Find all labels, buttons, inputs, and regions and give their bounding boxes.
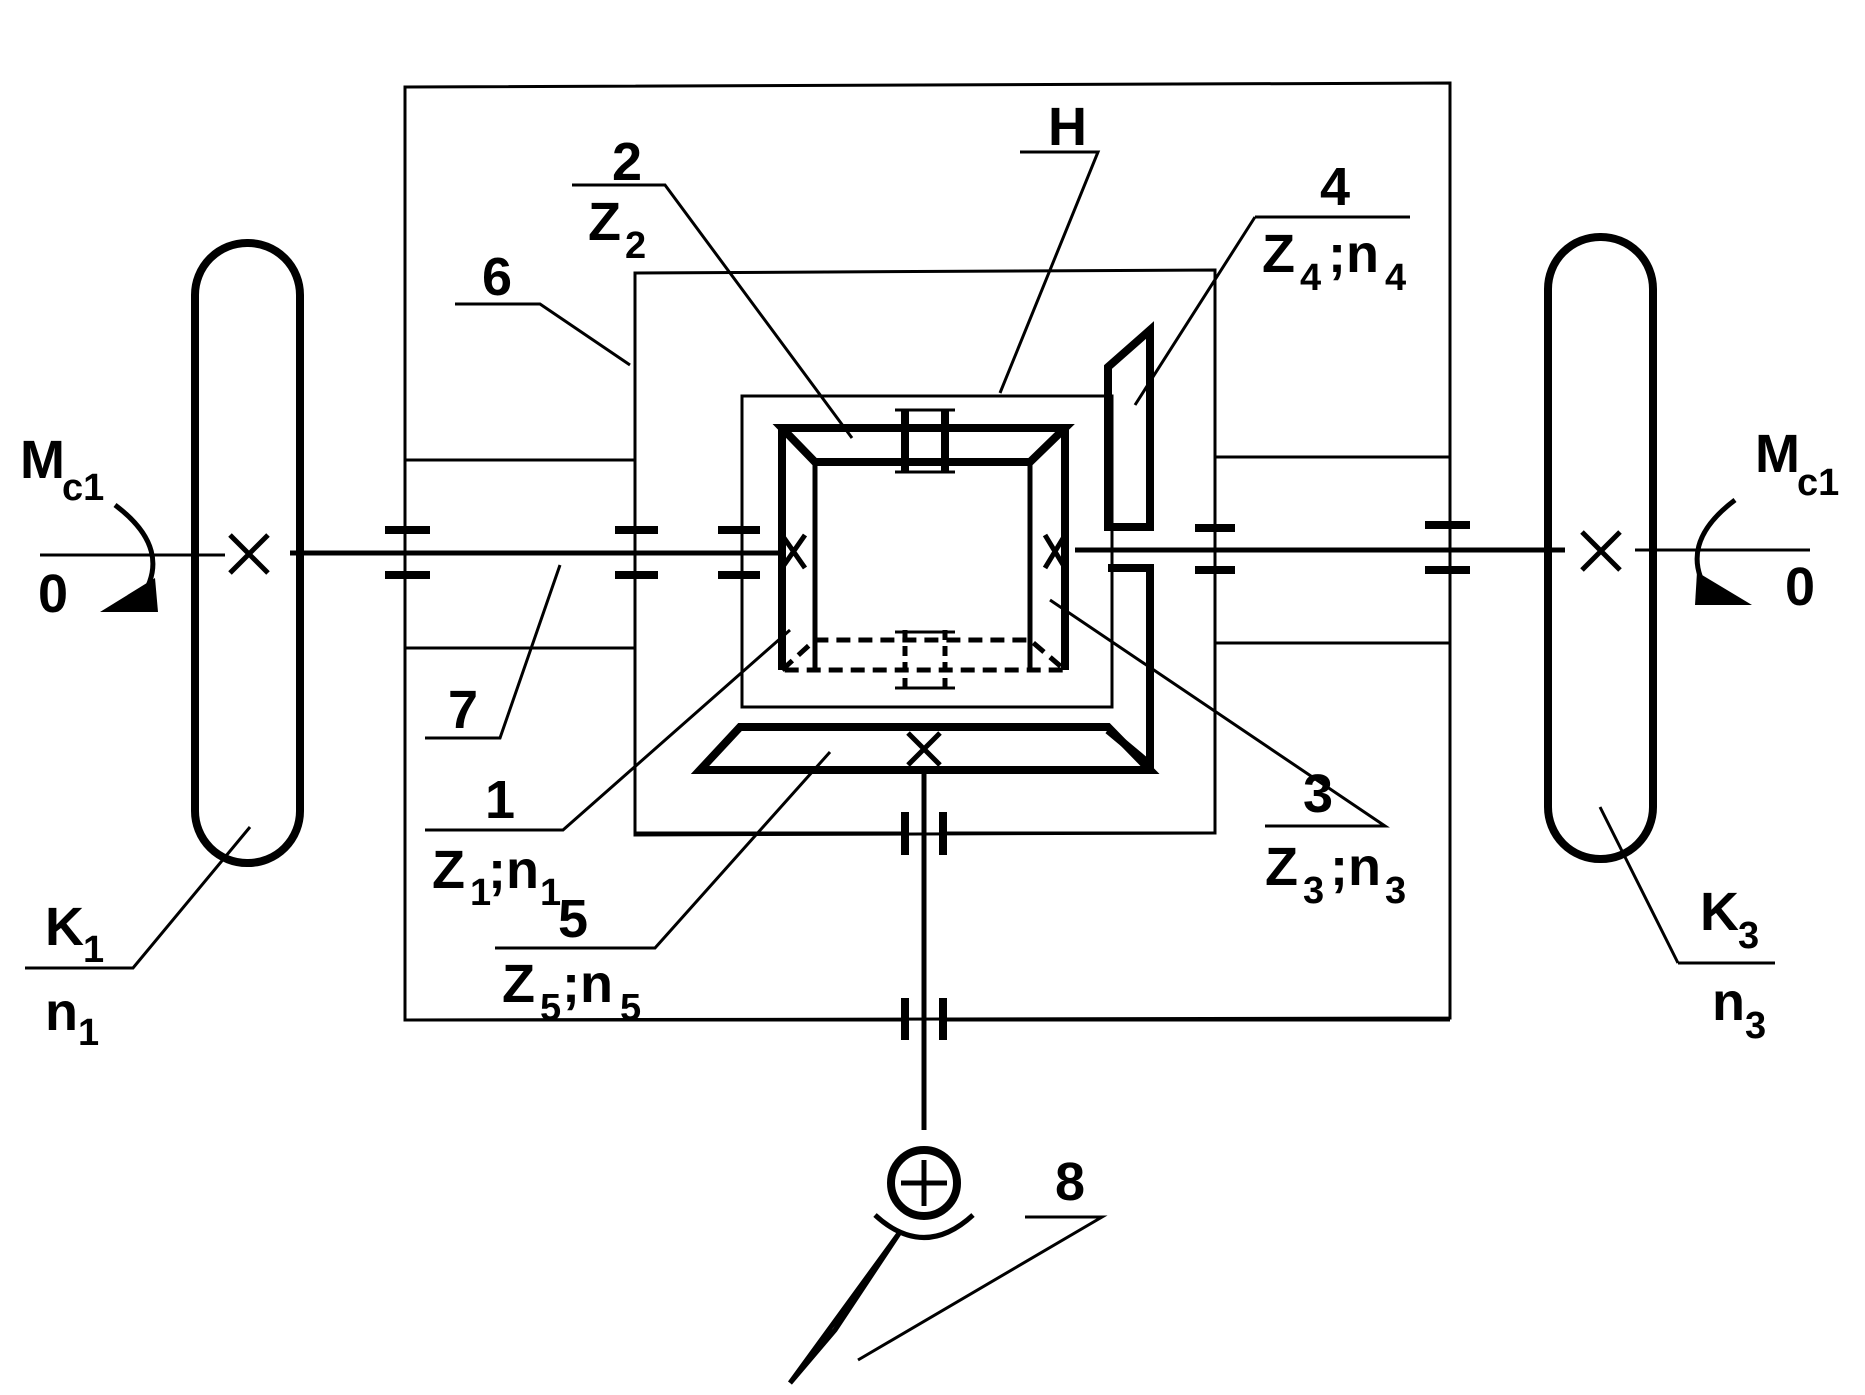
satellite-gear-lower-dashed (775, 637, 1072, 673)
label-z3-nsub: 3 (1385, 870, 1406, 912)
label-z4-nsub: 4 (1385, 257, 1406, 299)
label-n1: n (45, 982, 78, 1042)
label-z1: Z (432, 840, 465, 900)
carrier-h-box (740, 394, 1114, 709)
label-k1-sub: 1 (83, 929, 104, 971)
right-wheel-hub-mark (1580, 530, 1622, 572)
label-n3-sub: 3 (1745, 1005, 1766, 1047)
pinion-hub-mark (906, 731, 942, 767)
label-z3: Z (1265, 837, 1298, 897)
label-z4: Z (1262, 224, 1295, 284)
label-n3: n (1712, 972, 1745, 1032)
input-drive-arc (873, 1213, 975, 1240)
satellite-top-bearing (895, 408, 955, 474)
satellite-bottom-bearing (895, 630, 955, 690)
label-z5-nsub: 5 (620, 987, 641, 1029)
label-mc-left-sub: c1 (62, 467, 104, 509)
moment-arrowhead-right (1695, 572, 1752, 605)
bearing-right-outer (1425, 521, 1470, 574)
label-8: 8 (1055, 1152, 1085, 1212)
label-zero-right: 0 (1785, 557, 1815, 617)
drive-pinion-5 (690, 723, 1160, 774)
label-k1: K (45, 897, 84, 957)
label-z5-n: ;n (562, 954, 613, 1014)
label-n1-sub: 1 (78, 1012, 99, 1054)
input-bearing-lower (405, 998, 1450, 1040)
label-z3-n: ;n (1330, 837, 1381, 897)
leader-lines (25, 150, 1775, 1362)
bearing-left-mid (615, 526, 658, 579)
label-zero-left: 0 (38, 564, 68, 624)
input-drive-circle (887, 1146, 961, 1220)
label-5: 5 (558, 889, 588, 949)
left-wheel-hub-mark (228, 533, 270, 575)
label-7: 7 (448, 680, 478, 740)
label-h: H (1048, 97, 1087, 157)
label-mc-right-sub: c1 (1797, 462, 1839, 504)
label-k3-sub: 3 (1738, 915, 1759, 957)
right-wheel (1544, 233, 1657, 863)
satellite-gear-2-inner (812, 462, 1033, 670)
lever-8 (787, 1230, 903, 1385)
label-mc-left: M (20, 430, 65, 490)
label-z3-sub: 3 (1303, 870, 1324, 912)
outer-housing (403, 81, 1452, 1022)
label-z1-nsub: 1 (540, 872, 561, 914)
label-4: 4 (1320, 157, 1350, 217)
label-z1-sub: 1 (470, 872, 491, 914)
label-1: 1 (485, 770, 515, 830)
moment-arrowhead-left (100, 578, 158, 612)
label-z5-sub: 5 (540, 987, 561, 1029)
left-wheel (191, 239, 304, 867)
label-k3: K (1700, 882, 1739, 942)
bearing-left-inner (718, 526, 760, 579)
gear-1-hub-mark (779, 533, 808, 570)
label-3: 3 (1303, 764, 1333, 824)
label-z4-sub: 4 (1300, 257, 1321, 299)
label-mc-right: M (1755, 424, 1800, 484)
label-2: 2 (612, 132, 642, 192)
label-6: 6 (482, 247, 512, 307)
label-z1-n: ;n (488, 840, 539, 900)
label-z4-n: ;n (1328, 224, 1379, 284)
label-z2: Z (588, 192, 621, 252)
input-bearing-upper (635, 812, 1215, 855)
bearing-support-lines (405, 455, 1450, 650)
label-z2-sub: 2 (625, 225, 646, 267)
gear-3-hub-mark (1042, 533, 1068, 570)
bearing-right-inner (1195, 524, 1235, 574)
ring-gear-4 (1104, 321, 1154, 531)
input-drive-plus-icon (901, 1160, 947, 1206)
bearing-left-outer (385, 526, 430, 579)
satellite-gear-2-top (772, 424, 1075, 466)
label-z5: Z (502, 954, 535, 1014)
